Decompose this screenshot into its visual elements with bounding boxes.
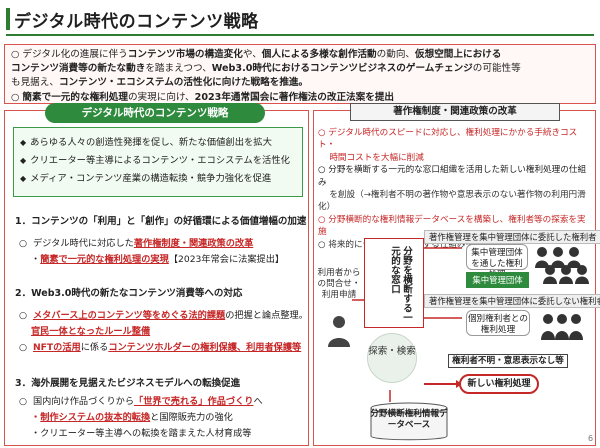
section-2-line-3: NFTの活用に係るコンテンツホルダーの権利保護、利用者保護等 [19, 339, 301, 353]
search-circle: 探索・検索 [367, 333, 417, 383]
summary-box: ○ デジタル化の進展に伴うコンテンツ市場の構造変化や、個人による多様な創作活動の… [4, 44, 596, 104]
individual-processing-box: 個別権利者との権利処理 [466, 310, 530, 336]
title-accent-bar [6, 8, 10, 30]
goal-item: あらゆる人々の創造性発揮を促し、新たな価値創出を拡大 [20, 134, 296, 152]
managed-rightsholder-label: 著作権管理を集中管理団体に委託した権利者 [424, 230, 600, 244]
section-2-line-2: 官民一体となったルール整備 [31, 326, 151, 337]
section-1-line-1: デジタル時代に対応した著作権制度・関連政策の改革 [19, 235, 253, 249]
section-2-line-1: メタバース上のコンテンツ等をめぐる法的課題の把握と論点整理。 [19, 307, 308, 321]
title-bar: デジタル時代のコンテンツ戦略 [0, 0, 600, 40]
database-cylinder-icon [370, 402, 448, 441]
reform-point: ○ 分野横断的な権利情報データベースを構築し、権利者等の探索を実施 [318, 214, 586, 238]
collective-management-org: 集中管理団体 [466, 272, 529, 288]
one-stop-window-box [364, 238, 424, 328]
user-person-icon [328, 316, 350, 347]
strategy-panel: デジタル時代のコンテンツ戦略 あらゆる人々の創造性発揮を促し、新たな価値創出を拡… [4, 103, 309, 446]
goal-item: メディア・コンテンツ産業の構造転換・競争力強化を促進 [20, 170, 296, 188]
section-3-heading: 3．海外展開を見据えたビジネスモデルへの転換促進 [15, 378, 241, 389]
one-stop-window-label: 分野を横断する一元的な窓口 [389, 246, 412, 322]
section-3-line-3: ・クリエーター等主導への転換を踏まえた人材育成等 [31, 428, 252, 439]
section-3-line-1: 国内向け作品づくりから「世界で売れる」作品づくりへ [19, 393, 263, 407]
reform-point: ○ デジタル時代のスピードに対応し、権利処理にかかる手続きコスト・ [318, 128, 578, 151]
section-1-line-2: ・簡素で一元的な権利処理の実現【2023年常会に法案提出】 [31, 254, 285, 265]
user-request-label: 利用者からの問合せ・利用申請 [317, 268, 361, 300]
page-number: 6 [588, 434, 594, 443]
reform-pill-heading: 著作権制度・関連政策の改革 [350, 103, 560, 121]
rights-database-label: 分野横断権利情報データベース [370, 409, 448, 430]
unknown-rightsholder-label: 権利者不明・意思表示なし等 [448, 354, 568, 368]
rightsholders-group-icon [535, 247, 589, 284]
reform-point: を創設（→権利者不明の著作物や意思表示のない著作物の利用円滑化） [318, 190, 586, 213]
goal-item: クリエーター等主導によるコンテンツ・エコシステムを活性化 [20, 152, 296, 170]
collective-processing-box: 集中管理団体を通した権利処理 [466, 244, 528, 280]
section-2-heading: 2．Web3.0時代の新たなコンテンツ消費等への対応 [15, 288, 243, 299]
unmanaged-rightsholder-label: 著作権管理を集中管理団体に委託しない権利者 [424, 294, 600, 308]
new-rights-processing: 新しい権利処理 [459, 374, 539, 394]
summary-line-1: ○ デジタル化の進展に伴うコンテンツ市場の構造変化や、個人による多様な創作活動の… [11, 49, 502, 60]
summary-line-4: ○ 簡素で一元的な権利処理の実現に向け、2023年通常国会に著作権法の改正法案を… [11, 91, 395, 103]
summary-line-2: コンテンツ消費等の新たな動きを踏まえつつ、Web3.0時代におけるコンテンツビジ… [11, 63, 521, 75]
page-title: デジタル時代のコンテンツ戦略 [14, 12, 259, 32]
title-underline [6, 34, 594, 36]
summary-line-3: も見据え、コンテンツ・エコシステムの活性化に向けた戦略を推進。 [11, 77, 309, 89]
individual-rightsholders-icon [541, 314, 583, 340]
section-3-line-2: ・制作システムの抜本的転換と国際販売力の強化 [31, 412, 233, 423]
strategy-pill-heading: デジタル時代のコンテンツ戦略 [45, 103, 265, 123]
reform-point: ○ 分野を横断する一元的な窓口組織を活用した新しい権利処理の仕組み [318, 165, 587, 188]
strategy-goals-list: あらゆる人々の創造性発揮を促し、新たな価値創出を拡大 クリエーター等主導によるコ… [13, 127, 303, 197]
reform-point: 時間コストを大幅に削減 [318, 152, 424, 163]
section-1-heading: 1．コンテンツの「利用」と「創作」の好循環による価値増幅の加速 [15, 216, 307, 227]
